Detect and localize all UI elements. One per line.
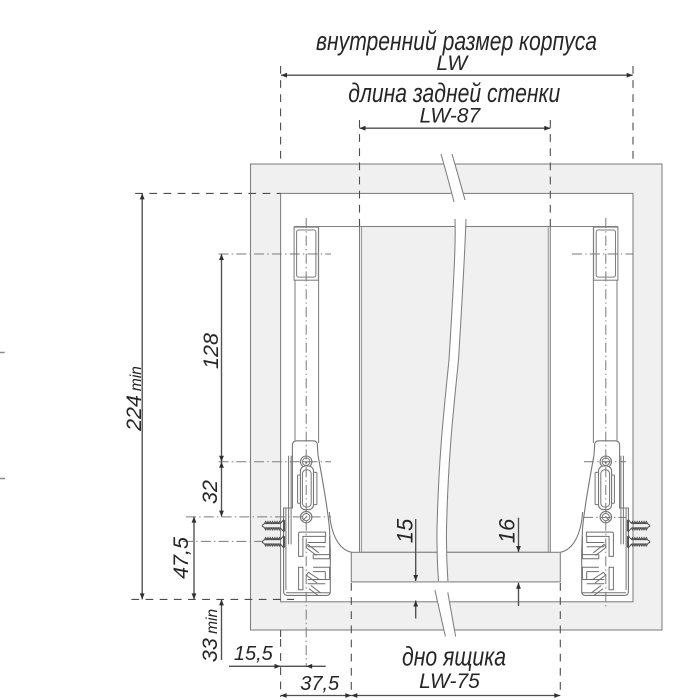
svg-text:37,5: 37,5 [300,673,340,695]
svg-text:LW-75: LW-75 [419,670,480,693]
svg-text:33 min: 33 min [198,609,222,662]
svg-text:длина задней стенки: длина задней стенки [348,78,560,108]
svg-text:15: 15 [392,518,417,543]
svg-text:LW: LW [436,52,469,75]
svg-text:32: 32 [198,480,222,504]
svg-text:47,5: 47,5 [169,536,193,579]
svg-text:внутренний размер корпуса: внутренний размер корпуса [316,26,597,56]
svg-text:дно ящика: дно ящика [402,642,506,672]
svg-text:128: 128 [199,333,223,369]
svg-text:15,5: 15,5 [234,643,274,665]
svg-text:224min: 224min [122,366,146,432]
svg-text:16: 16 [495,518,520,543]
svg-text:LW-87: LW-87 [419,105,481,128]
